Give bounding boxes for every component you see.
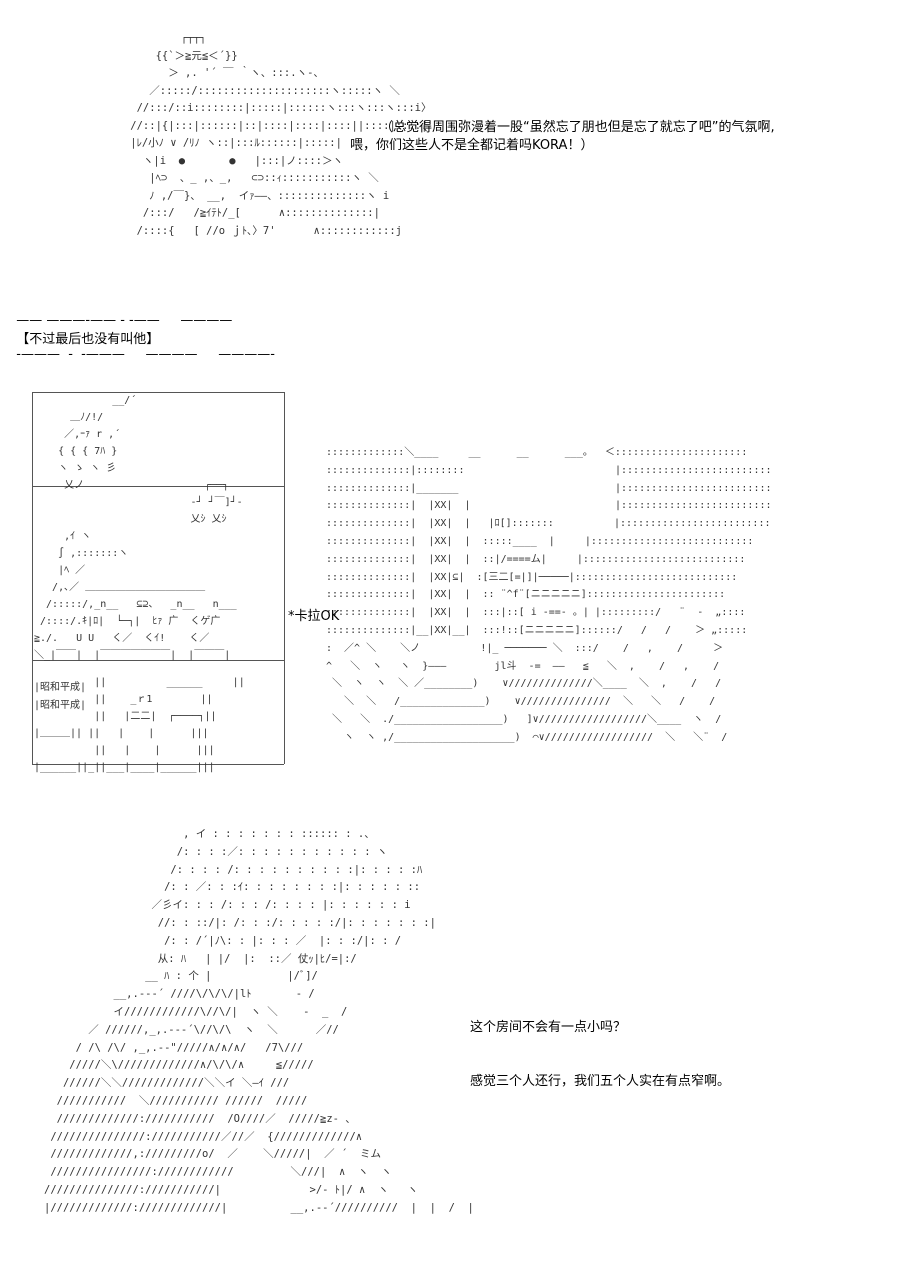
narration-caption-line-2: 喂，你们这些人不是全都记着吗KORA！）: [350, 138, 594, 153]
sign-label-1: |昭和平成|: [34, 682, 87, 693]
sign-label-2: |昭和平成|: [34, 700, 87, 711]
dialogue-line-1: 这个房间不会有一点小吗？: [470, 1020, 627, 1035]
karaoke-sound-effect: *卡拉OK: [288, 609, 340, 624]
karaoke-room-ascii-art: __/´ ＿ﾉ/!/ ／,ｰｧ r ,´ { { { 7ﾊ } ヽ ゝ ヽ 彡 …: [34, 395, 243, 661]
room-furniture-ascii-art: || ______ || || _ｒ1 || || |二二| ┌────┐|| …: [34, 677, 245, 773]
character-ascii-art-top: ┌┬┬┐ {{`＞≧元≦＜´}} ＞ ,. '´ ￣ ｀ヽ、:::.ヽ-、 ／:…: [130, 32, 432, 237]
room-right-wall: [284, 392, 285, 764]
divider-left-dashes: —— ———-—— - -—— ————: [16, 313, 233, 328]
karaoke-machine-ascii-art: :::::::::::::＼____ __ __ ___。 ＜:::::::::…: [326, 447, 772, 743]
character-ascii-art-bottom: , イ : : : : : : : :::::: : .、 /: : : :／:…: [44, 828, 474, 1214]
room-shelf-line: [32, 486, 284, 487]
dialogue-line-2: 感觉三个人还行，我们五个人实在有点窄啊。: [470, 1074, 731, 1089]
divider-right-dashes: -——— - -——— ———— ————-: [16, 347, 275, 362]
narration-caption-line-1: （总觉得周围弥漫着一股“虽然忘了朋也但是忘了就忘了吧”的气氛啊,: [380, 120, 775, 135]
room-left-wall: [32, 392, 33, 764]
section-divider: —— ———-—— - -—— ———— 【不过最后也没有叫他】 -——— - …: [8, 298, 275, 362]
room-table-line: [32, 660, 284, 661]
section-title: 【不过最后也没有叫他】: [16, 332, 160, 347]
room-floor-line: [32, 764, 284, 765]
room-top-border: [32, 392, 284, 393]
